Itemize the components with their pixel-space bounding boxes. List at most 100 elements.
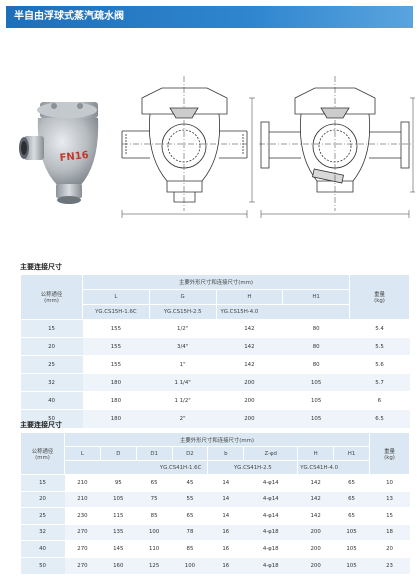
table-cell: 270 — [64, 523, 101, 541]
table-cell: 16 — [207, 523, 244, 541]
table-cell: 50 — [20, 556, 65, 574]
col-H: H — [215, 289, 284, 305]
col-D1: D1 — [135, 446, 173, 461]
table-row: 50 270 160 125 100 16 4-φ18 200 105 23 — [20, 556, 410, 574]
table-cell: 200 — [297, 540, 334, 557]
table-cell: 10 — [369, 474, 410, 491]
table-cell: 3/4" — [149, 337, 216, 356]
table-cell: 1 1/2" — [149, 391, 216, 410]
table-cell: 1" — [149, 355, 216, 374]
table-cell: 142 — [297, 474, 334, 491]
model-label: YG.CS41H-4.0 — [297, 460, 370, 475]
table-cell: 155 — [82, 337, 150, 356]
table-cell: 40 — [20, 391, 83, 410]
table-cell: 5.4 — [349, 319, 410, 338]
table-cell: 80 — [282, 337, 350, 356]
table-cell: 105 — [100, 490, 137, 508]
table-cell: 15 — [20, 474, 65, 491]
table-cell: 155 — [82, 355, 150, 374]
table-cell: 14 — [207, 474, 244, 491]
table-cell: 23 — [369, 556, 410, 574]
table-cell: 155 — [82, 319, 150, 338]
table-cell: 105 — [282, 391, 350, 410]
col-D: D — [99, 446, 137, 461]
table-cell: 200 — [297, 556, 334, 574]
col-group: 主要外形尺寸和连接尺寸(mm) — [82, 274, 350, 290]
col-weight: 重量 (kg) — [369, 432, 410, 475]
table-cell: 270 — [64, 556, 101, 574]
table-cell: 78 — [172, 523, 208, 541]
table-cell: 100 — [136, 523, 173, 541]
spec-table-flanged: 公称通径 (mm) 主要外形尺寸和连接尺寸(mm) 重量 (kg) L D D1… — [20, 432, 410, 574]
table-cell: 15 — [20, 319, 83, 338]
table-cell: 55 — [172, 490, 208, 508]
table-cell: 65 — [333, 490, 370, 508]
table-cell: 180 — [82, 391, 150, 410]
table-cell: 142 — [216, 337, 283, 356]
table2-title: 主要连接尺寸 — [20, 421, 62, 429]
product-photo: FN16 — [19, 102, 99, 204]
table-cell: 15 — [369, 507, 410, 524]
table-cell: 75 — [136, 490, 173, 508]
table-cell: 20 — [20, 337, 83, 356]
table-cell: 32 — [20, 373, 83, 392]
table-row: 25 230 115 85 65 14 4-φ14 142 65 15 — [20, 507, 410, 524]
table-cell: 100 — [172, 556, 208, 574]
table-cell: 16 — [207, 540, 244, 557]
table-cell: 32 — [20, 523, 65, 541]
table1-title: 主要连接尺寸 — [20, 263, 62, 271]
col-D2: D2 — [171, 446, 209, 461]
model-label: YG.CS15H-2.5 — [148, 304, 217, 320]
table-cell: 142 — [297, 490, 334, 508]
table-row: 32 270 135 100 78 16 4-φ18 200 105 18 — [20, 523, 410, 541]
table-cell: 4-φ14 — [243, 490, 298, 508]
table-cell: 200 — [216, 391, 283, 410]
table-cell: 105 — [333, 540, 370, 557]
table-cell: 95 — [100, 474, 137, 491]
table-cell: 180 — [82, 409, 150, 428]
table-cell: 4-φ18 — [243, 540, 298, 557]
table-cell: 1 1/4" — [149, 373, 216, 392]
table-cell: 5.5 — [349, 337, 410, 356]
table-row: 20 155 3/4" 142 80 5.5 — [20, 337, 410, 356]
table-row: 20 210 105 75 55 14 4-φ14 142 65 13 — [20, 490, 410, 508]
table-row: 15 155 1/2" 142 80 5.4 — [20, 319, 410, 338]
table-cell: 85 — [172, 540, 208, 557]
section-drawing-threaded — [121, 76, 255, 218]
table-cell: 20 — [20, 490, 65, 508]
table-row: 32 180 1 1/4" 200 105 5.7 — [20, 373, 410, 392]
table-cell: 50 — [20, 409, 83, 428]
table-cell: 6 — [349, 391, 410, 410]
table-cell: 105 — [282, 409, 350, 428]
table-cell: 45 — [172, 474, 208, 491]
table-cell: 4-φ14 — [243, 474, 298, 491]
col-group: 主要外形尺寸和连接尺寸(mm) — [64, 432, 370, 447]
model-label: YG.CS15H-1.6C — [82, 304, 150, 320]
table-cell: 2" — [149, 409, 216, 428]
table-cell: 5.6 — [349, 355, 410, 374]
table-cell: 270 — [64, 540, 101, 557]
product-label: FN16 — [59, 150, 89, 164]
table-cell: 105 — [282, 373, 350, 392]
model-label: YG.CS41H-2.5 — [207, 460, 299, 475]
page-title: 半自由浮球式蒸汽疏水阀 — [6, 6, 413, 28]
spec-table-threaded: 公称通径 (mm) 主要外形尺寸和连接尺寸(mm) 重量 (kg) L G H … — [20, 274, 410, 428]
col-G: G — [148, 289, 217, 305]
table-cell: 125 — [136, 556, 173, 574]
table-cell: 18 — [369, 523, 410, 541]
table-cell: 4-φ18 — [243, 523, 298, 541]
table-cell: 6.5 — [349, 409, 410, 428]
table-cell: 20 — [369, 540, 410, 557]
col-b: b — [207, 446, 245, 461]
table-cell: 160 — [100, 556, 137, 574]
col-z-d: Z-φd — [243, 446, 299, 461]
table-cell: 135 — [100, 523, 137, 541]
model-label: YG.CS15H-4.0 — [215, 304, 350, 320]
section-drawing-flanged — [259, 76, 415, 218]
table-cell: 105 — [333, 523, 370, 541]
table-cell: 1/2" — [149, 319, 216, 338]
col-H1: H1 — [333, 446, 370, 461]
table-cell: 13 — [369, 490, 410, 508]
table-row: 40 270 145 110 85 16 4-φ18 200 105 20 — [20, 540, 410, 557]
table-row: 50 180 2" 200 105 6.5 — [20, 409, 410, 428]
